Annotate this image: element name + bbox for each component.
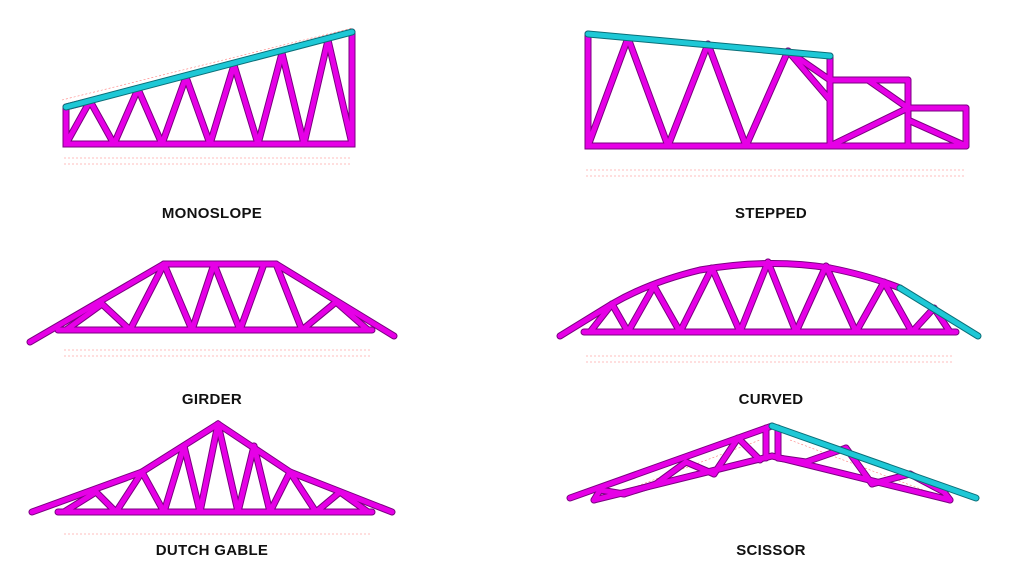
dutch-gable-truss: DUTCH GABLE [28,419,396,559]
girder-truss: GIRDER [26,260,398,408]
curved-truss: CURVED [556,258,982,408]
monoslope-label: MONOSLOPE [162,205,262,222]
scissor-label: SCISSOR [736,542,806,559]
girder-label: GIRDER [182,391,242,408]
stepped-label: STEPPED [735,205,807,222]
monoslope-truss: MONOSLOPE [61,27,356,222]
curved-label: CURVED [739,391,804,408]
scissor-truss: SCISSOR [566,422,980,559]
stepped-truss: STEPPED [584,30,970,222]
dutch-gable-label: DUTCH GABLE [156,542,268,559]
